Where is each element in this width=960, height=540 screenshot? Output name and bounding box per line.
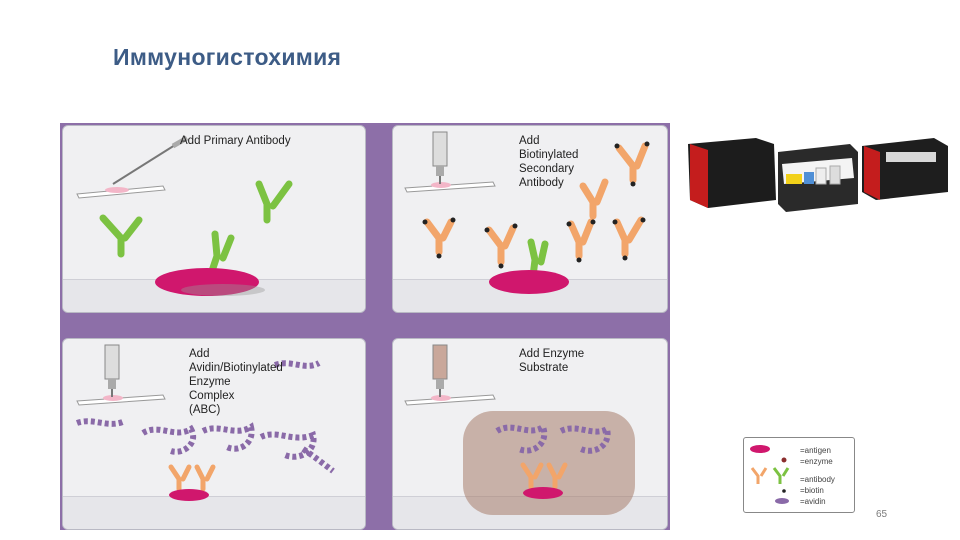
secondary-antibody-icon [752, 468, 766, 484]
primary-antibody-icon [774, 468, 788, 484]
legend-avidin: =avidin [800, 497, 826, 506]
panel-secondary-antibody: Add Biotinylated Secondary Antibody [392, 125, 668, 313]
panel-abc-complex: Add Avidin/Biotinylated Enzyme Complex (… [62, 338, 366, 530]
panel-label: Add Enzyme Substrate [519, 347, 584, 375]
panel-label: Add Primary Antibody [180, 134, 291, 148]
legend-biotin: =biotin [800, 486, 824, 495]
panel-label: Add Biotinylated Secondary Antibody [519, 134, 578, 190]
biotin-icon [782, 489, 786, 493]
antigen-icon [750, 445, 770, 453]
legend-enzyme: =enzyme [800, 457, 833, 466]
legend-antigen: =antigen [800, 446, 831, 455]
slide-title: Иммуногистохимия [113, 44, 341, 71]
panel-primary-antibody: Add Primary Antibody [62, 125, 366, 313]
avidin-icon [775, 498, 789, 504]
enzyme-icon [782, 458, 787, 463]
page-number: 65 [876, 509, 887, 520]
staining-kits-photo [682, 130, 954, 216]
legend: =antigen =enzyme =antibody =biotin =avid… [743, 437, 855, 513]
ihc-figure: Add Primary Antibody [60, 123, 670, 530]
panel-illustration [63, 126, 365, 312]
panel-enzyme-substrate: Add Enzyme Substrate [392, 338, 668, 530]
legend-symbols [744, 438, 800, 512]
panel-label: Add Avidin/Biotinylated Enzyme Complex (… [189, 347, 283, 417]
legend-antibody: =antibody [800, 475, 835, 484]
